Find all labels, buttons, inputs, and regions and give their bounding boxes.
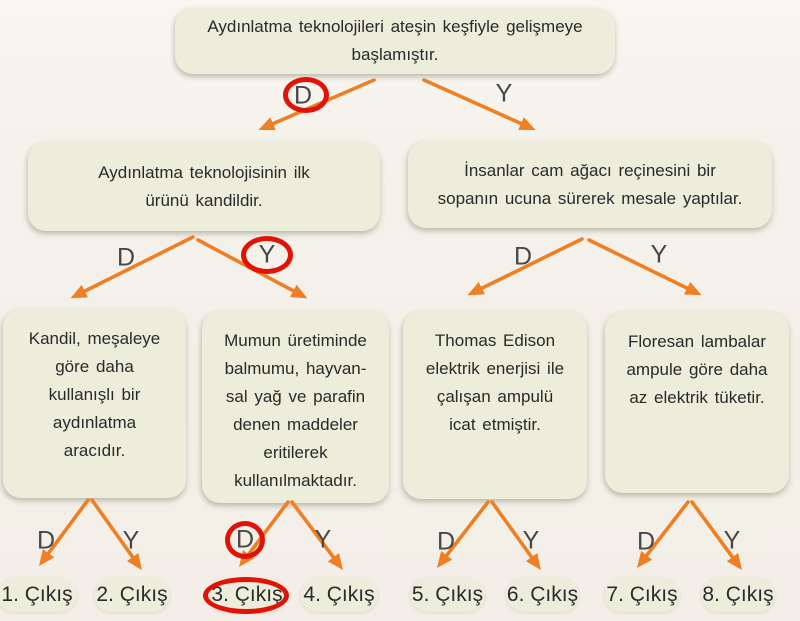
exit-label-2: 2. Çıkış	[94, 578, 170, 612]
branch-label-root-y: Y	[495, 79, 513, 108]
statement-box-mesale: İnsanlar cam ağacı reçinesini bir sopanı…	[408, 141, 772, 228]
statement-box-edison: Thomas Edison elektrik enerjisi ile çalı…	[403, 311, 587, 499]
branch-label-l2right-y: Y	[650, 240, 668, 269]
statement-box-kandil: Aydınlatma teknolojisinin ilk ürünü kand…	[28, 142, 380, 231]
branch-label-l2right-d: D	[513, 242, 533, 271]
branch-label-l3box1-d: D	[36, 526, 56, 555]
arrow-root-y	[422, 78, 536, 131]
statement-box-mum: Mumun üretiminde balmumu, hayvan- sal ya…	[202, 311, 389, 503]
exit-label-1: 1. Çıkış	[0, 578, 77, 612]
branch-label-l3box1-y: Y	[122, 526, 140, 555]
branch-label-l3box4-y: Y	[723, 526, 741, 555]
root-statement-box: Aydınlatma teknolojileri ateşin keşfiyle…	[175, 8, 615, 74]
statement-box-floresan: Floresan lambalar ampule göre daha az el…	[605, 312, 789, 493]
exit-label-7: 7. Çıkış	[604, 578, 680, 612]
branch-label-l3box3-d: D	[436, 527, 456, 556]
branch-label-l3box2-y: Y	[314, 525, 332, 554]
arrow-l2right-y	[587, 238, 702, 296]
exit-label-4: 4. Çıkış	[300, 578, 378, 612]
red-circle-mark-root-d	[283, 77, 329, 113]
exit-label-6: 6. Çıkış	[506, 578, 579, 612]
branch-label-l2left-d: D	[116, 243, 136, 272]
exit-label-8: 8. Çıkış	[701, 578, 775, 612]
branch-label-l3box4-d: D	[636, 527, 656, 556]
red-circle-mark-l3box2-d	[225, 521, 265, 559]
red-circle-mark-l2left-y	[241, 236, 293, 274]
red-circle-mark-exit-3	[203, 577, 289, 614]
statement-box-kandil-mesale: Kandil, meşaleye göre daha kullanışlı bi…	[3, 309, 186, 498]
branch-label-l3box3-y: Y	[522, 526, 540, 555]
exit-label-5: 5. Çıkış	[410, 578, 485, 612]
